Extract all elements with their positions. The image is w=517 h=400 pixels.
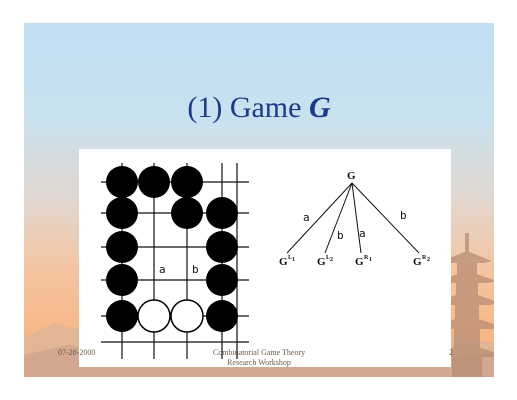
- black-stone: [206, 197, 238, 229]
- svg-text:R: R: [364, 255, 369, 261]
- tree-edge-label-3: a: [359, 227, 366, 240]
- title-prefix: (1) Game: [187, 91, 309, 124]
- black-stone: [138, 166, 170, 198]
- tree-edge-label-2: b: [337, 229, 344, 242]
- board-label-a: a: [159, 263, 166, 276]
- pagoda-silhouette: [432, 233, 494, 377]
- white-stone: [170, 299, 204, 333]
- svg-text:1: 1: [369, 257, 372, 263]
- figure-svg: a b G a b a b G L 1 G L 2: [101, 163, 430, 359]
- tree-root: G: [347, 170, 356, 182]
- black-stone: [106, 264, 138, 296]
- tree-leaf-gr2: G R 2: [413, 255, 430, 268]
- svg-text:1: 1: [292, 257, 295, 263]
- svg-text:G: G: [317, 256, 326, 268]
- tree-leaf-gl2: G L 2: [317, 255, 333, 268]
- black-stone: [171, 166, 203, 198]
- tree-leaf-gl1: G L 1: [279, 255, 295, 268]
- title-symbol: G: [308, 91, 331, 124]
- black-stone: [206, 264, 238, 296]
- game-tree: [286, 182, 420, 254]
- footer-line-1: Combinatorial Game Theory: [212, 348, 306, 357]
- tree-edge-label-4: b: [400, 209, 407, 222]
- black-stone: [106, 197, 138, 229]
- black-stone: [106, 300, 138, 332]
- svg-text:G: G: [279, 256, 288, 268]
- black-stone: [171, 197, 203, 229]
- svg-text:G: G: [413, 256, 422, 268]
- footer-workshop: Combinatorial Game Theory Research Works…: [159, 348, 359, 369]
- game-figure: a b G a b a b G L 1 G L 2: [79, 149, 451, 367]
- svg-text:2: 2: [330, 257, 333, 263]
- tree-edge-label-1: a: [303, 211, 310, 224]
- board-label-b: b: [192, 263, 199, 276]
- white-stone: [137, 299, 171, 333]
- svg-text:R: R: [422, 255, 427, 261]
- tree-leaf-gr1: G R 1: [355, 255, 372, 268]
- black-stone: [206, 231, 238, 263]
- footer-date: 07-28-2000: [58, 348, 96, 357]
- svg-text:L: L: [288, 255, 292, 261]
- footer-line-2: Research Workshop: [227, 358, 291, 368]
- svg-text:L: L: [326, 255, 330, 261]
- footer-page-number: 2: [449, 348, 453, 357]
- black-stone: [206, 300, 238, 332]
- slide: (1) Game G: [24, 23, 494, 377]
- white-stones: [137, 299, 204, 333]
- svg-text:G: G: [355, 256, 364, 268]
- slide-title: (1) Game G: [24, 93, 494, 123]
- black-stone: [106, 166, 138, 198]
- black-stone: [106, 231, 138, 263]
- black-stones: [106, 166, 238, 332]
- svg-text:2: 2: [427, 257, 430, 263]
